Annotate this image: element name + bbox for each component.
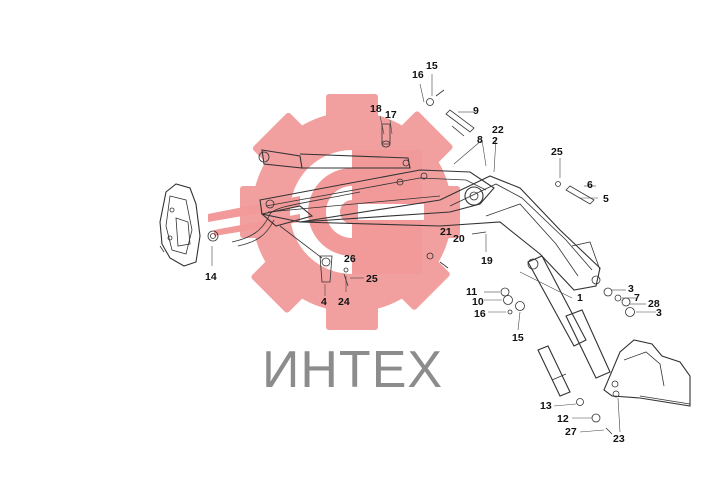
callout-12: 12	[557, 413, 569, 425]
callout-22: 22	[492, 124, 504, 136]
watermark-logo	[208, 94, 460, 330]
callout-3-lower: 3	[656, 307, 662, 319]
callout-5: 5	[603, 193, 609, 205]
callout-25-lower: 25	[366, 273, 378, 285]
leader-lines	[211, 74, 656, 433]
small-parts	[319, 89, 635, 435]
callout-23: 23	[613, 433, 625, 445]
callout-1: 1	[577, 292, 583, 304]
callout-26: 26	[344, 253, 356, 265]
callout-21: 21	[440, 226, 452, 238]
callout-9: 9	[473, 105, 479, 117]
stick-arm-part	[231, 169, 495, 247]
callout-24: 24	[338, 296, 350, 308]
boom-part	[299, 175, 601, 291]
callout-2: 2	[492, 135, 498, 147]
callout-14: 14	[205, 271, 217, 283]
arm-cylinder-part	[258, 149, 411, 169]
callout-19: 19	[481, 255, 493, 267]
callout-15-top: 15	[426, 60, 438, 72]
bucket-cylinder-part	[260, 205, 331, 267]
frame-part	[603, 339, 691, 407]
callout-15-lower: 15	[512, 332, 524, 344]
callout-13: 13	[540, 400, 552, 412]
callout-11: 11	[466, 286, 478, 298]
callout-17: 17	[385, 109, 397, 121]
callout-16-lower: 16	[474, 308, 486, 320]
callout-10: 10	[472, 296, 484, 308]
callout-27: 27	[565, 426, 577, 438]
callout-28: 28	[648, 298, 660, 310]
boom-cylinder-part	[527, 255, 611, 397]
watermark-brand-text: ИНТЕХ	[262, 341, 444, 399]
callout-20: 20	[453, 233, 465, 245]
callout-25-upper: 25	[551, 146, 563, 158]
callout-4: 4	[321, 296, 327, 308]
callout-7: 7	[634, 292, 640, 304]
callout-3-upper: 3	[628, 283, 634, 295]
callout-16-top: 16	[412, 69, 424, 81]
callout-8: 8	[477, 134, 483, 146]
callout-18: 18	[370, 103, 382, 115]
callout-6: 6	[587, 179, 593, 191]
bucket-part	[159, 183, 219, 267]
